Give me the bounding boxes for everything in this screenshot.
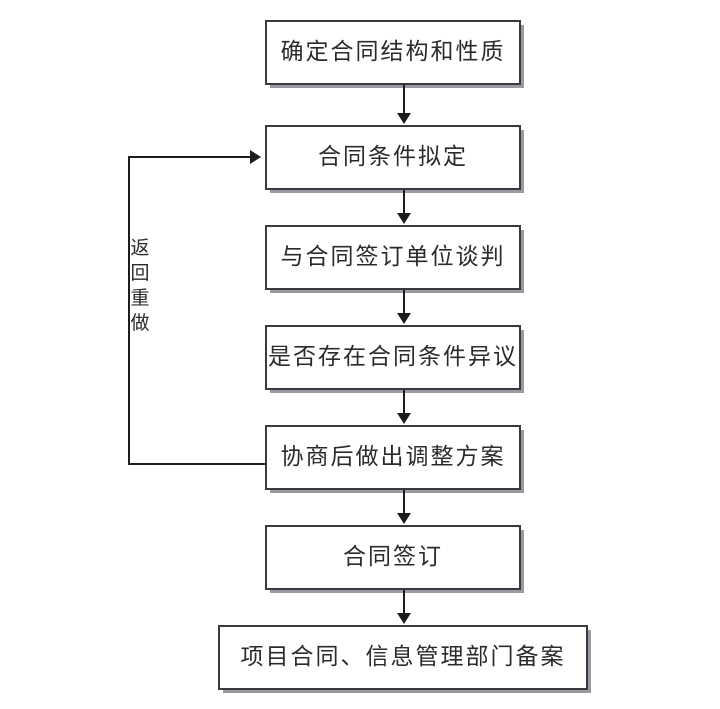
process-node-negotiate-with-signing-party[interactable]: 与合同签订单位谈判 — [265, 225, 521, 290]
feedback-loop-label-char-3: 重 — [130, 287, 150, 310]
node-label: 确定合同结构和性质 — [280, 39, 506, 65]
feedback-loop-arrowhead — [250, 150, 261, 164]
process-node-draft-contract-terms[interactable]: 合同条件拟定 — [265, 125, 521, 190]
feedback-loop-label-char-2: 回 — [130, 262, 150, 285]
connector-line-n2-n3 — [403, 190, 405, 215]
node-label: 合同签订 — [343, 544, 443, 570]
connector-arrowhead-n5-n6 — [397, 513, 411, 524]
node-label: 协商后做出调整方案 — [280, 444, 506, 470]
process-node-determine-contract-structure[interactable]: 确定合同结构和性质 — [265, 20, 521, 85]
connector-line-n6-n7 — [403, 590, 405, 615]
feedback-loop-bottom-segment — [128, 463, 267, 465]
connector-arrowhead-n2-n3 — [397, 213, 411, 224]
connector-line-n3-n4 — [403, 290, 405, 315]
connector-arrowhead-n6-n7 — [397, 613, 411, 624]
feedback-loop-top-segment — [128, 156, 252, 158]
connector-line-n1-n2 — [403, 85, 405, 115]
connector-arrowhead-n1-n2 — [397, 113, 411, 124]
feedback-loop-label-char-4: 做 — [130, 312, 150, 335]
connector-line-n5-n6 — [403, 490, 405, 515]
node-label: 项目合同、信息管理部门备案 — [240, 644, 566, 670]
process-node-contract-signing[interactable]: 合同签订 — [265, 525, 521, 590]
feedback-loop-left-segment — [128, 156, 130, 464]
node-label: 是否存在合同条件异议 — [268, 344, 518, 370]
connector-arrowhead-n4-n5 — [397, 413, 411, 424]
feedback-loop-label-char-1: 返 — [130, 237, 150, 259]
feedback-loop-label: 返 回 重 做 — [127, 236, 153, 336]
node-label: 与合同签订单位谈判 — [280, 244, 506, 270]
process-node-file-with-contract-and-info-dept[interactable]: 项目合同、信息管理部门备案 — [218, 625, 588, 690]
connector-line-n4-n5 — [403, 390, 405, 415]
process-node-adjustment-plan-after-negotiation[interactable]: 协商后做出调整方案 — [265, 425, 521, 490]
node-label: 合同条件拟定 — [318, 144, 468, 170]
connector-arrowhead-n3-n4 — [397, 313, 411, 324]
decision-node-contract-term-objections[interactable]: 是否存在合同条件异议 — [265, 325, 521, 390]
